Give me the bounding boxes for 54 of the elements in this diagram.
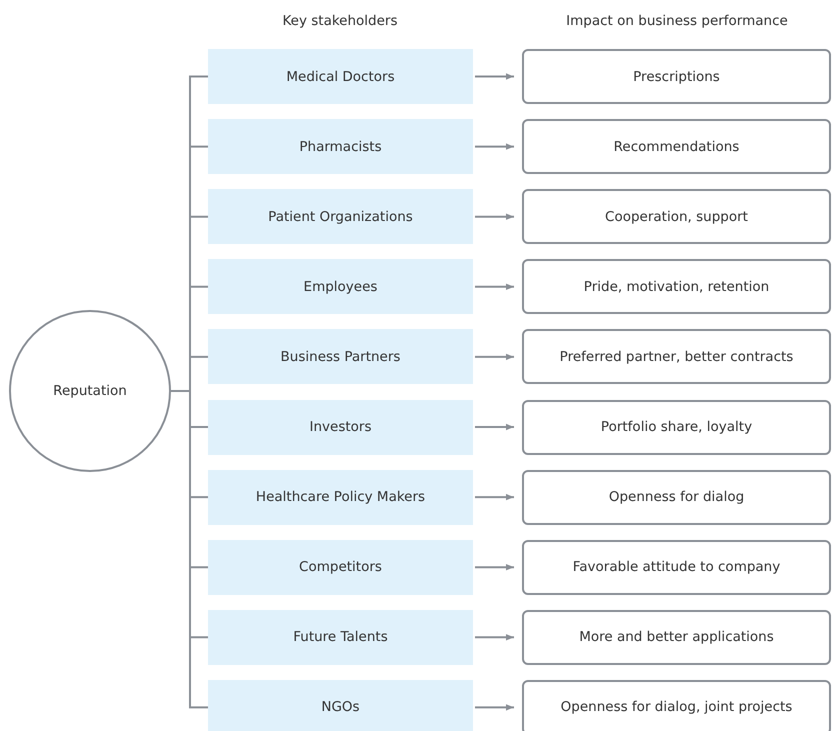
node-label: Future Talents bbox=[293, 629, 388, 646]
stakeholder-box bbox=[208, 610, 473, 665]
stakeholder-box bbox=[208, 680, 473, 731]
node-label: Healthcare Policy Makers bbox=[256, 489, 426, 506]
arrow bbox=[475, 634, 514, 640]
node-label: Portfolio share, loyalty bbox=[600, 419, 752, 435]
stakeholder-box bbox=[208, 259, 473, 314]
node-label: Favorable attitude to company bbox=[572, 559, 780, 576]
arrow bbox=[475, 284, 514, 290]
arrow bbox=[475, 143, 514, 150]
impact-box bbox=[522, 259, 831, 314]
node-label: Pharmacists bbox=[299, 138, 382, 155]
arrow bbox=[475, 494, 514, 500]
arrow bbox=[475, 354, 514, 360]
node-label: Pride, motivation, retention bbox=[584, 278, 770, 295]
node-label: Preferred partner, better contracts bbox=[560, 348, 794, 365]
stakeholder-box bbox=[208, 49, 473, 104]
node-label: Business Partners bbox=[280, 348, 400, 365]
node-label: Reputation bbox=[53, 383, 127, 399]
node-label: Patient Organizations bbox=[268, 208, 413, 225]
impact-box bbox=[522, 610, 831, 665]
node-label: Openness for dialog, joint projects bbox=[560, 699, 792, 716]
arrow bbox=[475, 214, 514, 220]
impact-box bbox=[522, 119, 831, 174]
arrow bbox=[475, 73, 514, 80]
node-label: Openness for dialog bbox=[608, 489, 744, 506]
connector-line bbox=[171, 390, 208, 708]
node-label: Investors bbox=[309, 419, 372, 435]
impact-box bbox=[522, 400, 831, 454]
stakeholder-box bbox=[208, 189, 473, 244]
impact-box bbox=[522, 680, 831, 731]
node-label: Cooperation, support bbox=[605, 208, 748, 225]
arrow bbox=[475, 424, 514, 430]
node-label: Competitors bbox=[299, 559, 382, 576]
node-label: Medical Doctors bbox=[286, 68, 395, 84]
node-label: Recommendations bbox=[614, 138, 740, 155]
arrow bbox=[475, 564, 514, 570]
stakeholder-box bbox=[208, 540, 473, 595]
node-label: NGOs bbox=[321, 699, 360, 716]
impact-box bbox=[522, 189, 831, 244]
stakeholder-box bbox=[208, 119, 473, 174]
arrow bbox=[475, 704, 514, 711]
impact-box bbox=[522, 540, 831, 595]
impact-box bbox=[522, 470, 831, 525]
impact-box bbox=[522, 49, 831, 104]
stakeholder-box bbox=[208, 470, 473, 525]
node-label: Employees bbox=[304, 278, 378, 295]
column-heading: Key stakeholders bbox=[282, 13, 398, 29]
stakeholder-box bbox=[208, 400, 473, 454]
node-label: Prescriptions bbox=[633, 68, 720, 84]
impact-box bbox=[522, 329, 831, 384]
node-label: More and better applications bbox=[579, 629, 774, 646]
column-heading: Impact on business performance bbox=[566, 13, 788, 29]
stakeholder-box bbox=[208, 329, 473, 384]
